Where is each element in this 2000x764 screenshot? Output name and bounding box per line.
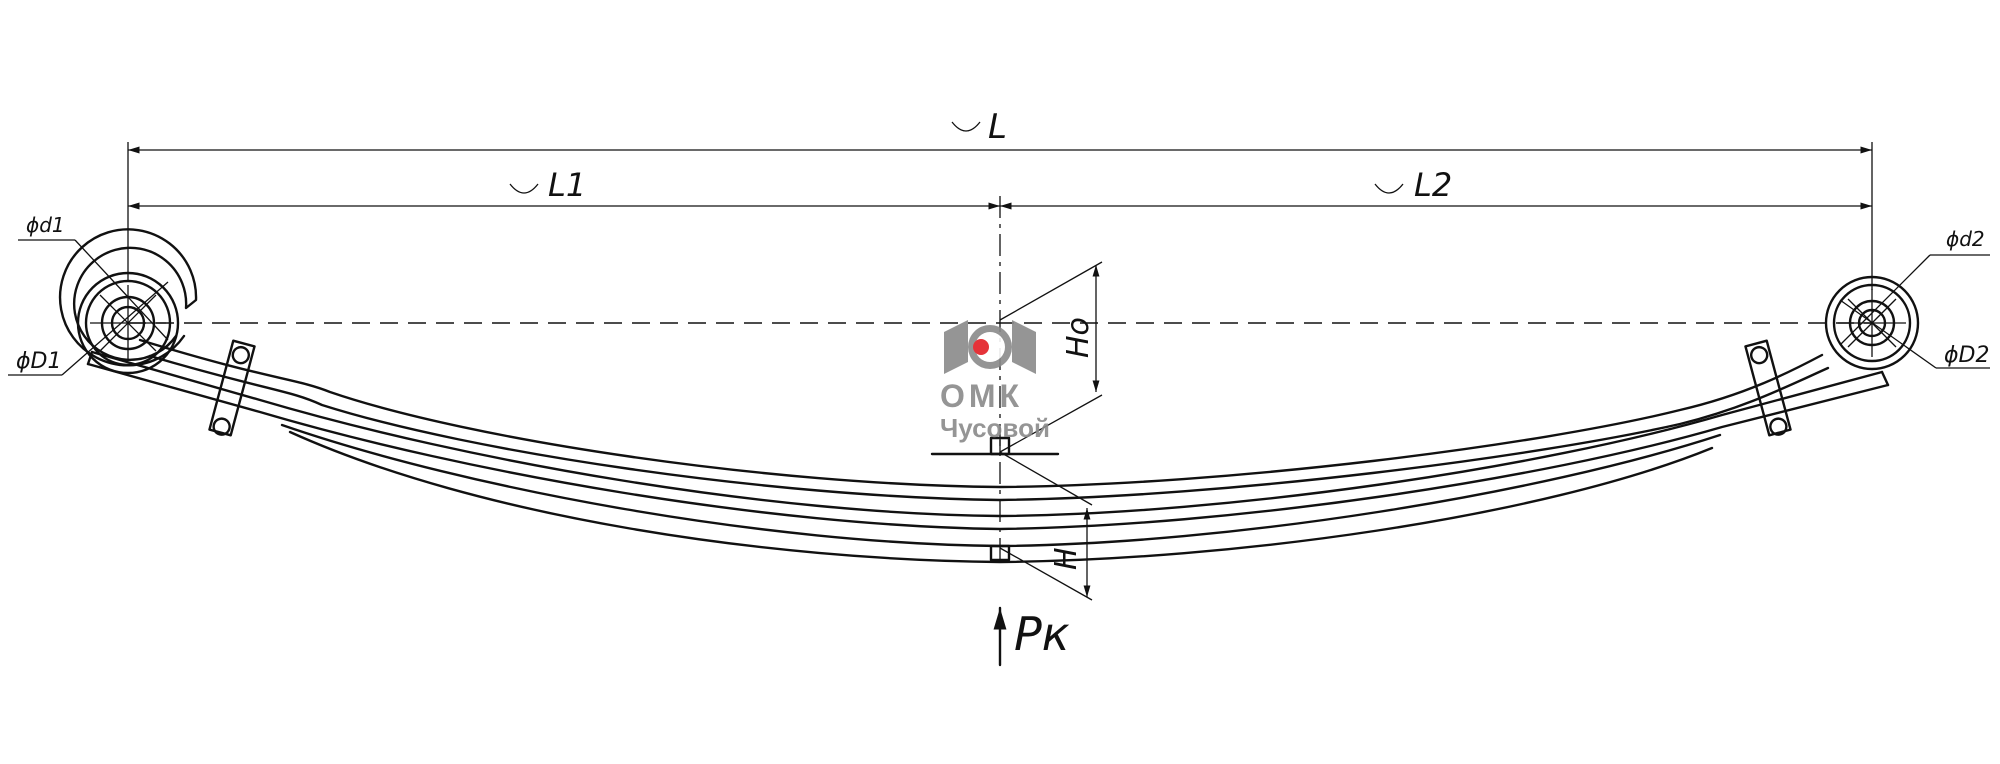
logo-brand: ОМК [940, 378, 1023, 414]
dim-L: L [988, 107, 1007, 147]
dim-H: H [1049, 547, 1084, 570]
logo-sub: Чусовой [940, 413, 1050, 443]
dimension-labels: L L1 L2 Ho H ϕd1 ϕD1 ϕd2 ϕD2 Pк [16, 107, 1989, 661]
dim-L2: L2 [1414, 166, 1452, 204]
dim-L1: L1 [548, 166, 586, 204]
right-clamp [1744, 339, 1792, 437]
load-label: Pк [1014, 607, 1070, 661]
logo-red-dot [973, 339, 989, 355]
spring-leaves [86, 338, 1890, 564]
left-eye [58, 228, 198, 375]
omk-logo: ОМК Чусовой [940, 320, 1050, 443]
right-eye [1824, 275, 1920, 371]
dim-H0: Ho [1061, 317, 1096, 358]
dim-D1: ϕD1 [16, 349, 61, 374]
dimension-lines [8, 142, 1990, 667]
dim-d2: ϕd2 [1946, 227, 1985, 251]
left-clamp [208, 339, 256, 437]
dim-D2: ϕD2 [1944, 343, 1989, 368]
dim-d1: ϕd1 [26, 213, 65, 237]
